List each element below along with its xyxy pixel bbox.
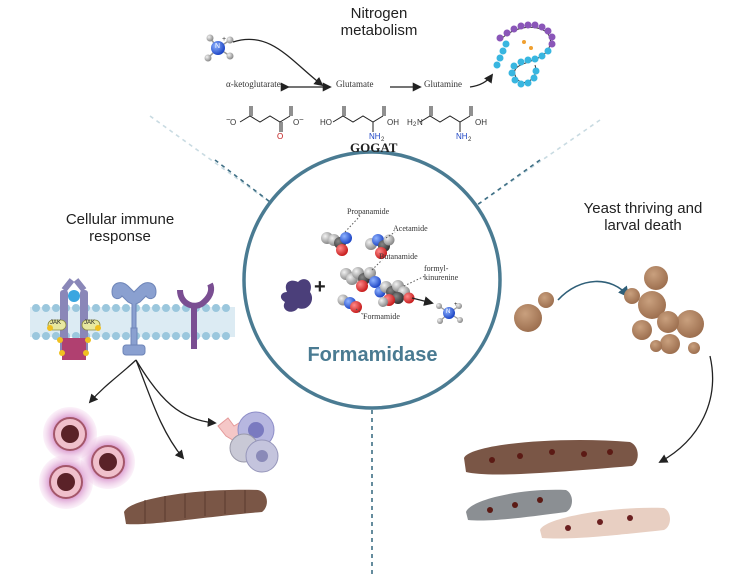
glutamine-structure <box>419 106 473 132</box>
pattern-receptor-stalk <box>191 305 197 349</box>
nh4-product-n: N <box>446 309 451 315</box>
larval-death-arrow <box>658 355 714 463</box>
alpha-ketoglutarate-label: α-ketoglutarate <box>226 79 281 89</box>
glutamine-n: N <box>417 118 423 127</box>
formamide-molecule <box>337 294 362 313</box>
nh4-to-glutamate-arrow <box>232 38 324 87</box>
glutamine-label: Glutamine <box>424 79 462 89</box>
glutamate-ho: HO <box>320 118 332 127</box>
immune-cells-icon <box>217 411 279 473</box>
propanamide-molecule <box>321 232 352 256</box>
butanamide-label: Butanamide <box>379 252 418 261</box>
divider-lines <box>149 115 601 577</box>
nitrogen-metabolism-title: Nitrogen metabolism <box>340 5 418 40</box>
yeast-cells-thriving-icon <box>624 266 704 354</box>
immune-arrows <box>88 359 217 460</box>
glutamine-h-sub: 2 <box>413 122 417 128</box>
butanamide-molecule <box>340 267 381 292</box>
nh4-plus-label: + <box>222 36 227 43</box>
larva-icon <box>124 489 267 525</box>
glutamate-nh: NH <box>369 132 381 141</box>
nh4-product-molecule <box>436 303 463 324</box>
jak-label-right: JAK <box>84 320 96 326</box>
formamidase-title: Formamidase <box>307 344 438 366</box>
akg-o-left-minus: − <box>226 115 231 124</box>
nh4-product-plus: + <box>454 302 458 308</box>
dead-larva-grey-icon <box>466 489 572 521</box>
propanamide-label: Propanamide <box>347 207 390 216</box>
formamidase-enzyme-icon <box>280 279 313 312</box>
gogat-label: GOGAT <box>350 140 398 155</box>
yeast-thriving-title: Yeast thriving and larval death <box>583 200 703 235</box>
glutamine-oh: OH <box>475 118 487 127</box>
protein-chain-icon <box>493 21 556 88</box>
akg-o-right-minus: − <box>299 115 304 124</box>
toll-receptor-icon <box>111 282 157 356</box>
yeast-cells-before-icon <box>514 292 554 332</box>
hemocyte-cluster-icon <box>39 407 135 509</box>
dead-larva-brown-icon <box>464 439 638 475</box>
akg-o-right: O <box>293 118 300 127</box>
plus-sign: + <box>314 276 326 298</box>
pattern-receptor-icon <box>177 282 215 309</box>
formamide-label: Formamide <box>363 312 400 321</box>
glutamate-oh: OH <box>387 118 399 127</box>
jak-label-left: JAK <box>50 320 62 326</box>
glutamate-structure <box>332 106 386 132</box>
cellular-immune-title: Cellular immune response <box>65 211 175 246</box>
nh4-molecule <box>204 34 234 62</box>
glutamate-nh-sub: 2 <box>381 137 385 143</box>
formyl-kinurenine-molecule <box>374 280 415 307</box>
formyl-kinurenine-label: formyl- kinurenine <box>424 264 459 283</box>
dead-larva-pale-icon <box>540 507 670 539</box>
acetamide-molecule <box>365 234 395 259</box>
akg-o-keto: O <box>277 132 284 141</box>
akg-o-left: O <box>230 118 237 127</box>
glutamine-h: H <box>407 118 413 127</box>
molecule-leaders <box>344 215 426 317</box>
nh4-n-label: N <box>215 43 221 50</box>
acetamide-label: Acetamide <box>393 224 428 233</box>
jak-stat-receptor-icon <box>47 278 101 360</box>
yeast-growth-arrow <box>557 280 630 301</box>
glutamine-to-protein-arrow <box>469 73 494 88</box>
glutamine-nh: NH <box>456 132 468 141</box>
glutamate-label: Glutamate <box>336 79 374 89</box>
reaction-arrow <box>411 296 434 306</box>
akg-structure <box>239 106 293 132</box>
glutamine-nh-sub: 2 <box>468 137 472 143</box>
